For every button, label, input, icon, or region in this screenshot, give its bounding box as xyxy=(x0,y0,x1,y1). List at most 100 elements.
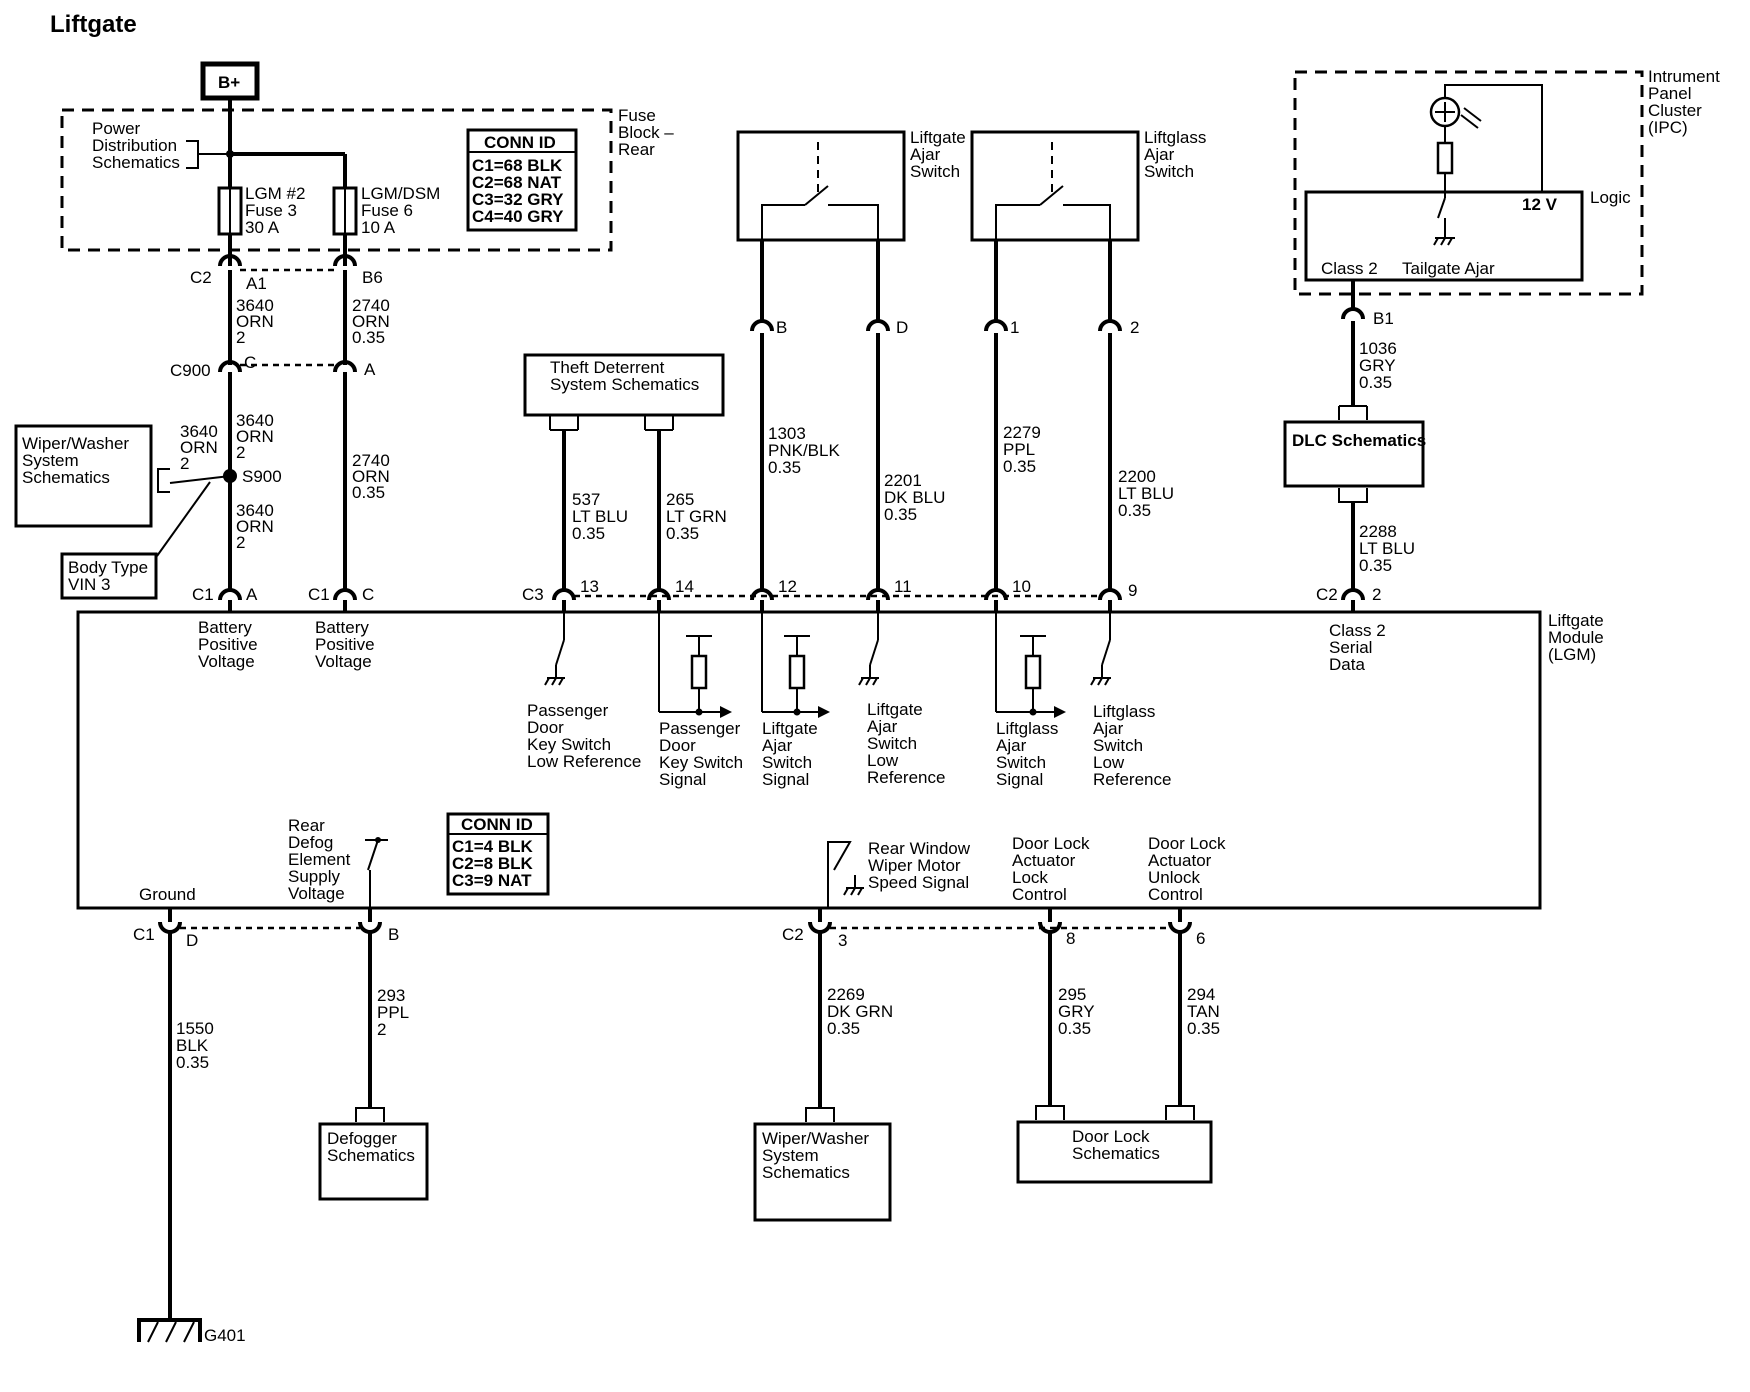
svg-text:2201: 2201 xyxy=(884,471,922,490)
wire-2201-label: 2201 DK BLU 0.35 xyxy=(884,471,945,524)
ipc-ground-icon xyxy=(1433,237,1455,246)
resistor-pdkss-icon xyxy=(690,654,708,690)
svg-text:Ajar: Ajar xyxy=(1093,719,1124,738)
svg-text:C2: C2 xyxy=(782,925,804,944)
svg-text:Class 2: Class 2 xyxy=(1321,259,1378,278)
svg-text:Low: Low xyxy=(1093,753,1125,772)
svg-text:2269: 2269 xyxy=(827,985,865,1004)
svg-text:Key Switch: Key Switch xyxy=(659,753,743,772)
svg-text:TAN: TAN xyxy=(1187,1002,1220,1021)
lgm-bottom-connectors xyxy=(158,908,1192,934)
svg-text:Serial: Serial xyxy=(1329,638,1372,657)
svg-text:Switch: Switch xyxy=(1093,736,1143,755)
svg-text:0.35: 0.35 xyxy=(572,524,605,543)
diagram-title: Liftgate xyxy=(50,11,137,38)
svg-text:1303: 1303 xyxy=(768,424,806,443)
svg-text:Actuator: Actuator xyxy=(1012,851,1076,870)
ground-icon-lglslr xyxy=(1090,677,1111,686)
svg-text:ORN: ORN xyxy=(180,438,218,457)
rear-wiper-ground-icon xyxy=(843,887,864,896)
svg-text:C2: C2 xyxy=(190,268,212,287)
svg-text:(IPC): (IPC) xyxy=(1648,118,1688,137)
svg-text:Signal: Signal xyxy=(762,770,809,789)
ground-icon-pdksl xyxy=(544,677,565,686)
label-rear-defog: Rear Defog Element Supply Voltage xyxy=(288,816,351,903)
svg-text:Lock: Lock xyxy=(1012,868,1048,887)
svg-text:Actuator: Actuator xyxy=(1148,851,1212,870)
svg-text:2: 2 xyxy=(180,454,189,473)
dlc-box xyxy=(1283,420,1425,488)
svg-text:Voltage: Voltage xyxy=(315,652,372,671)
svg-text:PNK/BLK: PNK/BLK xyxy=(768,441,840,460)
svg-text:Battery: Battery xyxy=(315,618,369,637)
svg-text:DK BLU: DK BLU xyxy=(884,488,945,507)
svg-text:Reference: Reference xyxy=(1093,770,1171,789)
svg-text:C: C xyxy=(362,585,374,604)
svg-text:Passenger: Passenger xyxy=(527,701,609,720)
wire-537-label: 537 LT BLU 0.35 xyxy=(572,490,628,543)
svg-text:Signal: Signal xyxy=(996,770,1043,789)
svg-text:2: 2 xyxy=(1130,318,1139,337)
fuse-conn-id-title: CONN ID xyxy=(484,133,556,152)
svg-text:Door Lock: Door Lock xyxy=(1012,834,1090,853)
svg-text:9: 9 xyxy=(1128,581,1137,600)
svg-text:2: 2 xyxy=(236,533,245,552)
svg-text:Theft Deterrent: Theft Deterrent xyxy=(550,358,665,377)
svg-text:C900: C900 xyxy=(170,361,211,380)
svg-text:14: 14 xyxy=(675,577,694,596)
wire-3640-low-label: 3640 ORN 2 xyxy=(236,501,274,552)
svg-text:A: A xyxy=(246,585,258,604)
svg-text:3640: 3640 xyxy=(236,501,274,520)
svg-text:Power: Power xyxy=(92,119,141,138)
svg-text:2740: 2740 xyxy=(352,296,390,315)
fuse-block-label: Fuse Block – Rear xyxy=(618,106,674,159)
label-battery-positive-2: Battery Positive Voltage xyxy=(315,618,375,671)
connector-b6 xyxy=(333,254,357,267)
wiper-washer-bottom-label: Wiper/Washer System Schematics xyxy=(762,1129,869,1182)
wire-295-label: 295 GRY 0.35 xyxy=(1058,985,1095,1038)
svg-text:GRY: GRY xyxy=(1058,1002,1095,1021)
svg-text:Low Reference: Low Reference xyxy=(527,752,641,771)
ground-g401-icon xyxy=(137,1318,202,1342)
svg-text:Ajar: Ajar xyxy=(867,717,898,736)
svg-text:Unlock: Unlock xyxy=(1148,868,1200,887)
svg-text:12 V: 12 V xyxy=(1522,195,1558,214)
resistor-lglss-icon xyxy=(1024,654,1042,690)
connector-c900 xyxy=(218,360,242,373)
label-rear-wiper-speed: Rear Window Wiper Motor Speed Signal xyxy=(868,839,971,892)
label-door-lock-lock: Door Lock Actuator Lock Control xyxy=(1012,834,1090,904)
svg-text:1550: 1550 xyxy=(176,1019,214,1038)
svg-text:0.35: 0.35 xyxy=(1118,501,1151,520)
svg-text:Schematics: Schematics xyxy=(327,1146,415,1165)
svg-text:Block –: Block – xyxy=(618,123,674,142)
svg-text:System: System xyxy=(762,1146,819,1165)
lgm-conn-id-box xyxy=(446,812,550,896)
resistor-ipc-icon xyxy=(1436,141,1454,175)
svg-text:ORN: ORN xyxy=(236,312,274,331)
svg-text:2288: 2288 xyxy=(1359,522,1397,541)
svg-text:Battery: Battery xyxy=(198,618,252,637)
svg-text:Positive: Positive xyxy=(315,635,375,654)
svg-text:C1: C1 xyxy=(133,925,155,944)
svg-text:VIN 3: VIN 3 xyxy=(68,575,111,594)
svg-text:1: 1 xyxy=(1010,318,1019,337)
svg-text:Liftglass: Liftglass xyxy=(1144,128,1206,147)
battery-label: B+ xyxy=(218,73,240,92)
svg-text:Wiper/Washer: Wiper/Washer xyxy=(22,434,129,453)
svg-text:Liftgate: Liftgate xyxy=(1548,611,1604,630)
svg-text:10 A: 10 A xyxy=(361,218,396,237)
wire-2740-top-label: 2740 ORN 0.35 xyxy=(352,296,390,347)
svg-text:Schematics: Schematics xyxy=(92,153,180,172)
svg-text:Control: Control xyxy=(1012,885,1067,904)
svg-text:0.35: 0.35 xyxy=(1359,556,1392,575)
power-distribution-bracket xyxy=(186,140,199,169)
svg-text:ORN: ORN xyxy=(236,517,274,536)
ipc-label: Intrument Panel Cluster (IPC) xyxy=(1648,67,1720,137)
svg-text:LT BLU: LT BLU xyxy=(1118,484,1174,503)
svg-text:C1: C1 xyxy=(192,585,214,604)
wiper-washer-bottom-box xyxy=(753,1122,892,1222)
wire-294-label: 294 TAN 0.35 xyxy=(1187,985,1220,1038)
ipc-outline xyxy=(1293,70,1644,296)
label-ground: Ground xyxy=(139,885,196,904)
wire-3640-top-label: 3640 ORN 2 xyxy=(236,296,274,347)
